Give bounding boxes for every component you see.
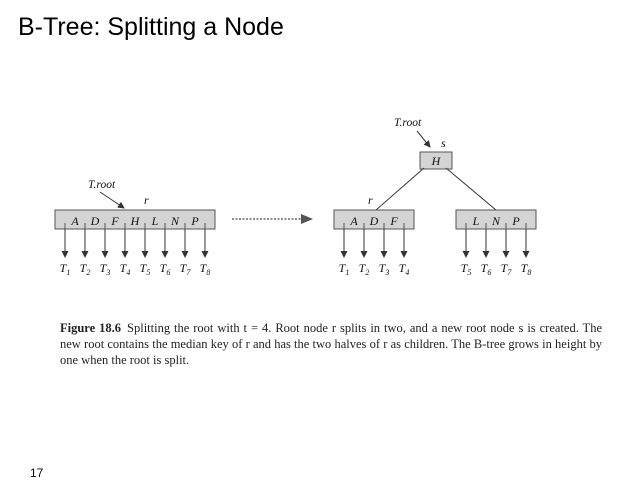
after-right-node-key-l: L [472,214,480,228]
before-root-label: T.root [88,179,116,191]
after-root-node-box [419,151,453,170]
after-pointer-s-label: s [441,136,446,150]
before-node-key-l: L [151,214,159,228]
before-node-subtree-t3: T3 [100,261,111,277]
before-node-key-a: A [70,214,79,228]
before-node-key-f: F [110,214,119,228]
before-node-key-n: N [170,214,180,228]
after-root-label: T.root [394,117,422,129]
before-node-subtree-t4: T4 [120,261,131,277]
before-node-key-d: D [90,214,100,228]
edge-s-to-left [375,167,425,211]
after-left-node-box [333,209,415,230]
before-node-key-h: H [130,214,141,228]
after-left-node-subtree-t2: T2 [359,261,370,277]
after-left-node-key-d: D [369,214,379,228]
after-right-node-subtree-t5: T5 [461,261,472,277]
slide-number: 17 [30,466,44,480]
before-node-subtree-t8: T8 [200,261,211,277]
before-node-box [54,209,216,230]
before-node-subtree-t5: T5 [140,261,151,277]
after-left-pointer-label: r [368,193,373,207]
figure-label: Figure 18.6 [60,321,122,335]
after-left-node-subtree-t3: T3 [379,261,390,277]
after-left-node-key-f: F [389,214,398,228]
before-node-key-p: P [190,214,199,228]
after-left-node-key-a: A [349,214,358,228]
after-root-arrow [416,130,431,148]
after-right-node-subtree-t7: T7 [501,261,513,277]
before-node-subtree-t1: T1 [60,261,71,277]
after-right-node-subtree-t6: T6 [481,261,492,277]
edge-s-to-right [445,167,497,211]
before-node-subtree-t7: T7 [180,261,192,277]
after-right-node-subtree-t8: T8 [521,261,532,277]
before-pointer-label: r [144,193,149,207]
after-right-node-key-p: P [511,214,520,228]
after-right-node-box [455,209,537,230]
before-node-subtree-t6: T6 [160,261,171,277]
after-root-node-s: H [419,151,453,170]
after-left-node-subtree-t4: T4 [399,261,410,277]
figure-caption-text: Splitting the root with t = 4. Root node… [60,321,602,367]
after-right-node-key-n: N [491,214,501,228]
after-left-node-subtree-t1: T1 [339,261,350,277]
before-node-subtree-t2: T2 [80,261,91,277]
before-root-arrow [99,191,125,209]
after-root-node-key-h: H [431,154,442,168]
slide-title: B-Tree: Splitting a Node [18,13,284,41]
